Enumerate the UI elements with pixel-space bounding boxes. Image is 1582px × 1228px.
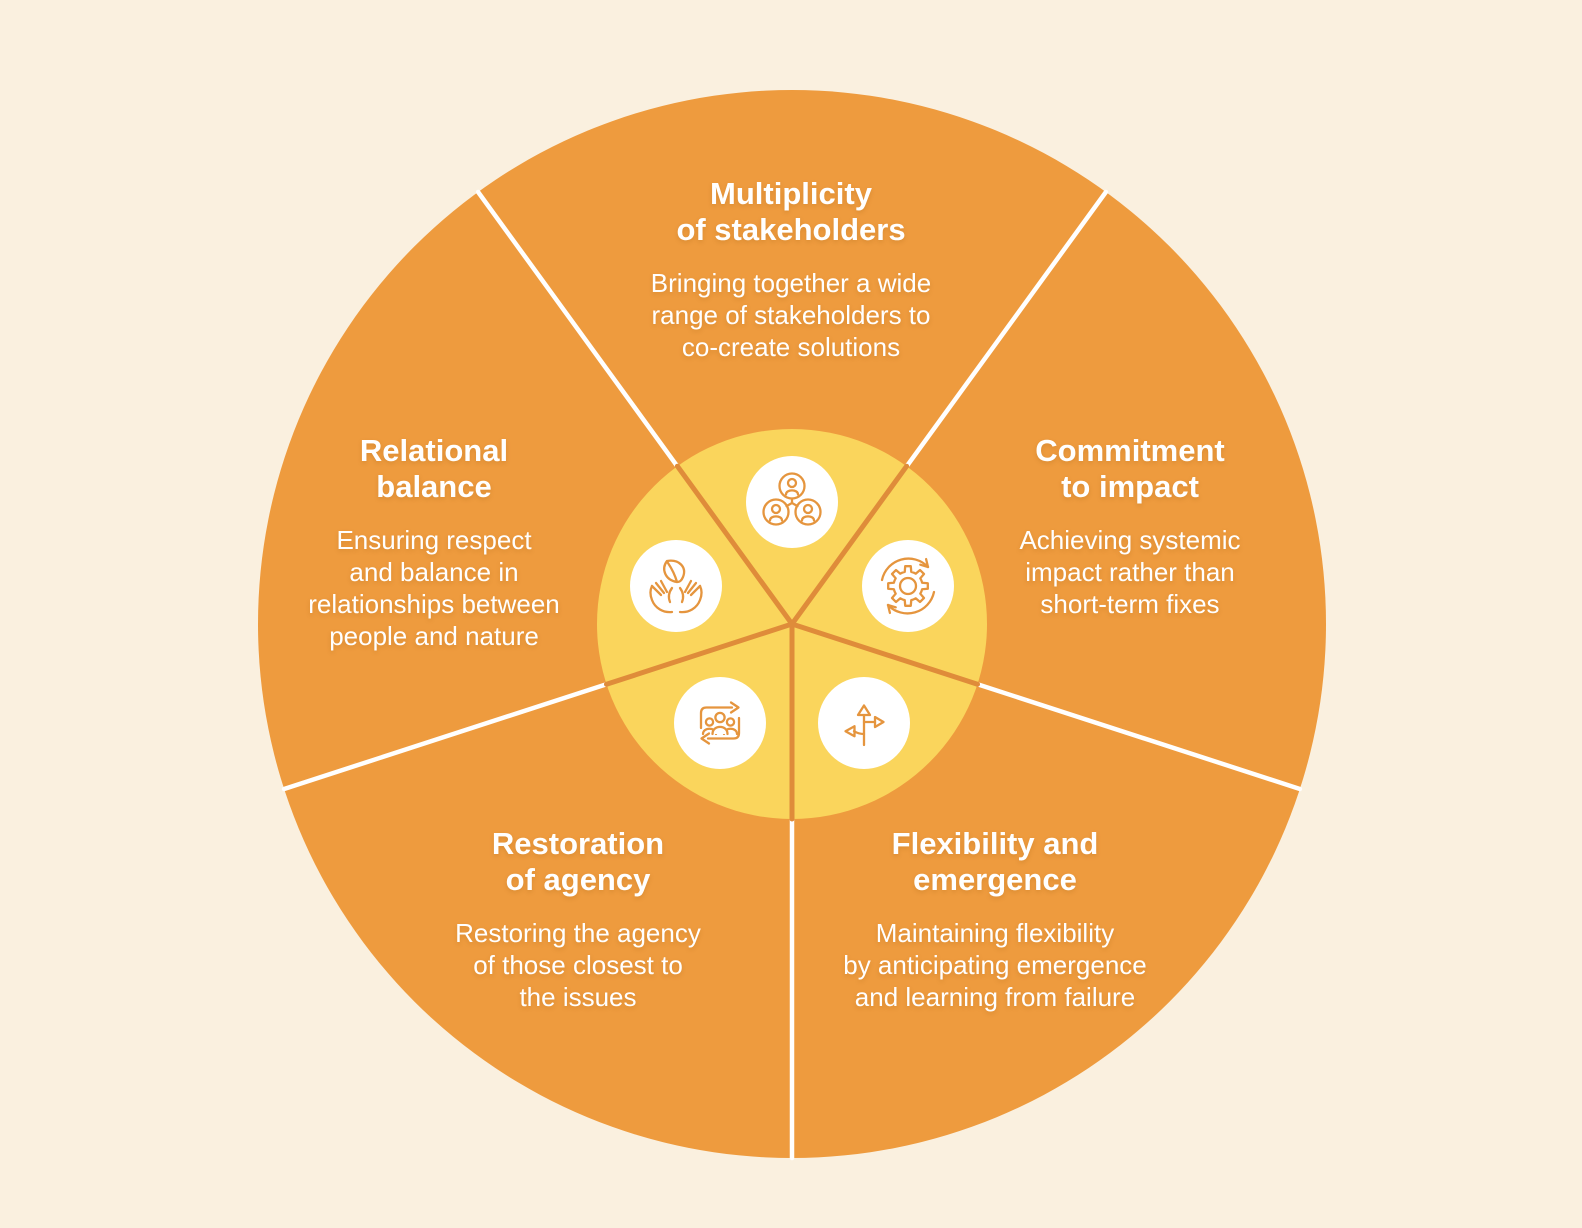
segment-body: Restoring the agency of those closest to… — [455, 918, 701, 1012]
hub-dividers — [604, 463, 980, 822]
hub-divider — [789, 463, 910, 627]
segment-label-relational: Relational balance Ensuring respect and … — [308, 433, 560, 652]
stakeholders-icon — [762, 472, 822, 526]
branching-arrows-icon — [844, 704, 885, 747]
icon-circle-gear — [862, 540, 954, 632]
segment-body: Ensuring respect and balance in relation… — [308, 525, 560, 651]
hub-divider — [789, 621, 980, 687]
segment-dividers — [281, 189, 1303, 1161]
segment-body: Maintaining flexibility by anticipating … — [843, 918, 1147, 1012]
hands-leaf-icon — [649, 559, 703, 614]
people-cycle-icon — [699, 701, 741, 745]
segment-label-flexibility: Flexibility and emergence Maintaining fl… — [843, 826, 1147, 1013]
segment-body: Achieving systemic impact rather than sh… — [1019, 525, 1241, 619]
segment-label-restoration: Restoration of agency Restoring the agen… — [455, 826, 701, 1013]
hub-divider — [674, 463, 795, 627]
segment-body: Bringing together a wide range of stakeh… — [650, 268, 932, 362]
hub-divider — [604, 621, 795, 687]
segment-divider — [973, 681, 1303, 792]
segment-heading: Restoration of agency — [491, 826, 665, 897]
segment-label-multiplicity: Multiplicity of stakeholders Bringing to… — [651, 176, 931, 363]
icon-circle-hands-leaf — [630, 540, 722, 632]
segment-label-commitment: Commitment to impact Achieving systemic … — [1019, 433, 1240, 620]
segment-heading: Commitment to impact — [1035, 433, 1225, 504]
segment-heading: Flexibility and emergence — [891, 826, 1099, 897]
segment-heading: Relational balance — [359, 433, 509, 504]
segment-divider — [903, 189, 1109, 471]
segment-heading: Multiplicity of stakeholders — [676, 176, 906, 247]
segment-divider — [475, 189, 681, 471]
gear-cycle-icon — [880, 557, 936, 615]
segment-divider — [281, 681, 611, 792]
